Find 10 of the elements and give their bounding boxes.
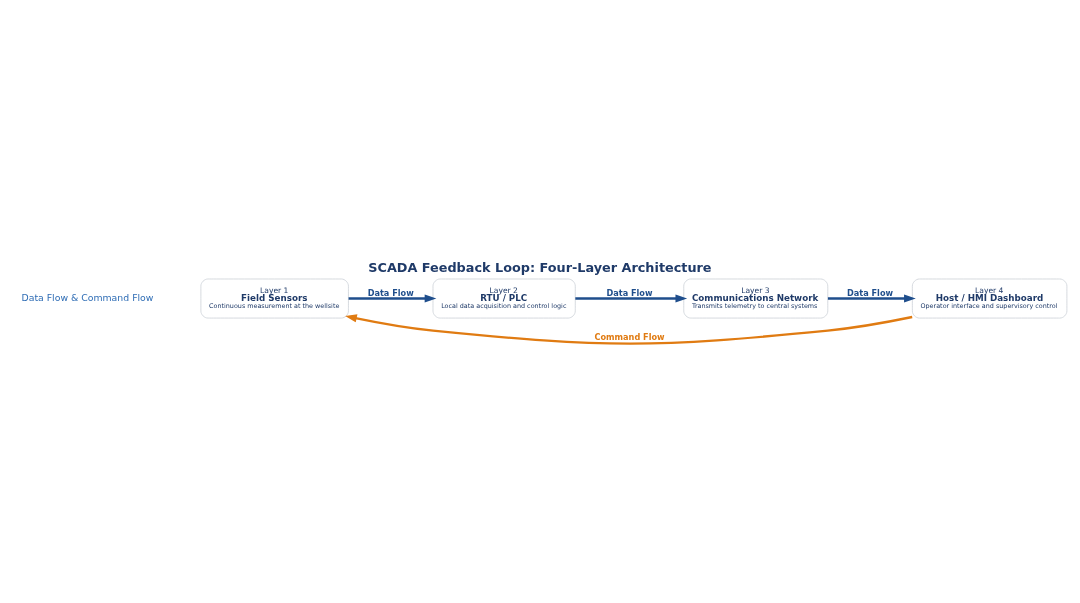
arrow bbox=[827, 293, 916, 303]
label: Data Flow & Command Flow bbox=[21, 291, 154, 303]
edge-label: Data Flow bbox=[847, 287, 894, 298]
arrow bbox=[348, 293, 437, 303]
edge-label: Command Flow bbox=[594, 331, 665, 342]
diagram-title: SCADA Feedback Loop: Four-Layer Architecture bbox=[368, 259, 712, 275]
edge-label: Data Flow bbox=[367, 287, 414, 298]
arrow bbox=[345, 313, 913, 345]
arrow bbox=[575, 293, 688, 303]
edge-label: Data Flow bbox=[606, 287, 653, 298]
